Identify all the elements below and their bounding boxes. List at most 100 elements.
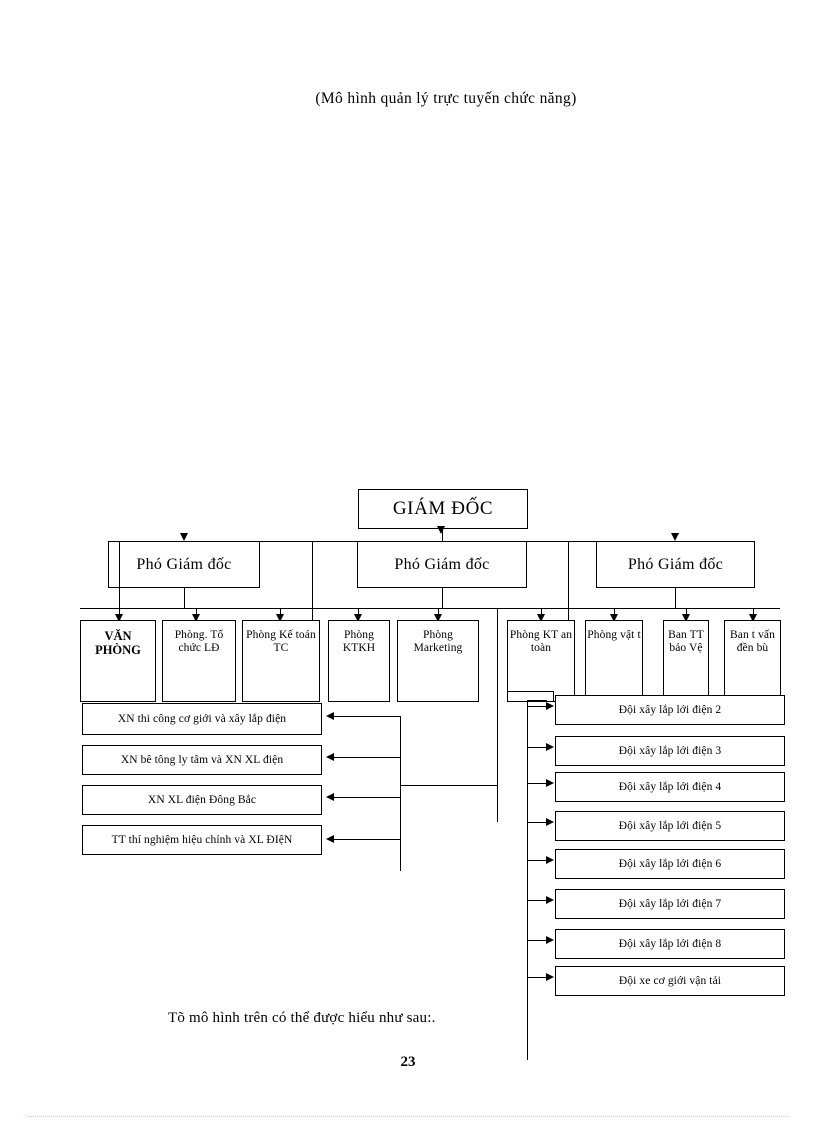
org-box-director-label: GIÁM ĐỐC: [392, 498, 494, 520]
org-box-department-1: VĂN PHÒNG: [80, 620, 156, 702]
connector-right-branch-4: [527, 822, 547, 823]
arrow-to-unit-4: [326, 835, 334, 843]
arrow-to-dept-3: [276, 614, 284, 622]
org-box-unit-2: XN bê tông ly tâm và XN XL điện: [82, 745, 322, 775]
org-box-team-6: Đội xây lắp lới điện 7: [555, 889, 785, 919]
page-number: 23: [400, 1054, 416, 1070]
org-box-team-8: Đội xe cơ giới vận tải: [555, 966, 785, 996]
connector-passthrough-right: [568, 541, 569, 623]
arrow-to-dept-1: [115, 614, 123, 622]
connector-left-branch-2: [334, 757, 401, 758]
arrow-to-unit-1: [326, 712, 334, 720]
diagram-subtitle: (Mô hình quản lý trực tuyến chức năng): [315, 90, 577, 107]
connector-kt-elbow-drop: [553, 691, 554, 701]
org-box-unit-2-label: XN bê tông ly tâm và XN XL điện: [120, 753, 284, 766]
connector-center-spine: [497, 608, 498, 822]
connector-deputy-1-stem: [184, 588, 185, 608]
connector-left-branch-3: [334, 797, 401, 798]
connector-right-branch-5: [527, 860, 547, 861]
arrow-to-unit-3: [326, 793, 334, 801]
arrow-to-dept-4: [354, 614, 362, 622]
org-box-deputy-2-label: Phó Giám đốc: [394, 555, 490, 573]
org-box-department-5: Phòng Marketing: [397, 620, 479, 702]
org-box-department-8-label: Ban TT bảo Vệ: [668, 629, 704, 654]
arrow-to-dept-7: [610, 614, 618, 622]
org-box-unit-1-label: XN thi công cơ giới và xây lắp điện: [117, 712, 287, 725]
org-box-department-3-label: Phòng Kế toán TC: [246, 629, 316, 654]
connector-kt-elbow-feed: [507, 691, 553, 692]
arrow-to-deputy-3: [671, 533, 679, 541]
org-box-team-5-label: Đội xây lắp lới điện 6: [618, 857, 722, 870]
org-box-team-7-label: Đội xây lắp lới điện 8: [618, 937, 722, 950]
bottom-divider: [28, 1116, 788, 1117]
arrow-to-team-7: [546, 936, 554, 944]
connector-right-branch-2: [527, 747, 547, 748]
arrow-to-deputy-1: [180, 533, 188, 541]
org-box-department-6-label: Phòng KT an toàn: [509, 629, 573, 654]
arrow-to-dept-5: [434, 614, 442, 622]
org-box-unit-4-label: TT thí nghiệm hiệu chỉnh và XL ĐIệN: [111, 833, 293, 846]
org-box-team-6-label: Đội xây lắp lới điện 7: [618, 897, 722, 910]
org-box-department-8: Ban TT bảo Vệ: [663, 620, 709, 702]
org-box-team-8-label: Đội xe cơ giới vận tải: [618, 974, 722, 987]
org-box-department-5-label: Phòng Marketing: [413, 629, 463, 654]
connector-right-branch-8: [527, 977, 547, 978]
connector-director-stem: [442, 529, 443, 541]
connector-deputy-3-stem: [675, 588, 676, 608]
org-box-team-2-label: Đội xây lắp lới điện 3: [618, 744, 722, 757]
connector-right-branch-3: [527, 783, 547, 784]
org-box-unit-4: TT thí nghiệm hiệu chỉnh và XL ĐIệN: [82, 825, 322, 855]
org-box-team-4-label: Đội xây lắp lới điện 5: [618, 819, 722, 832]
org-box-department-1-label: VĂN PHÒNG: [95, 629, 141, 657]
connector-left-branch-4: [334, 839, 401, 840]
org-box-team-3: Đội xây lắp lới điện 4: [555, 772, 785, 802]
org-box-deputy-1: Phó Giám đốc: [108, 541, 260, 588]
arrow-to-team-5: [546, 856, 554, 864]
connector-deputy-2-stem: [442, 588, 443, 608]
org-box-team-3-label: Đội xây lắp lới điện 4: [618, 780, 722, 793]
arrow-to-team-2: [546, 743, 554, 751]
connector-right-bus: [527, 700, 528, 1060]
connector-passthrough-left: [119, 541, 120, 608]
arrow-to-team-6: [546, 896, 554, 904]
connector-right-branch-7: [527, 940, 547, 941]
org-box-deputy-3: Phó Giám đốc: [596, 541, 755, 588]
org-box-department-4: Phòng KTKH: [328, 620, 390, 702]
connector-department-bus: [80, 608, 780, 609]
arrow-to-dept-9: [749, 614, 757, 622]
org-box-team-7: Đội xây lắp lới điện 8: [555, 929, 785, 959]
arrow-to-team-4: [546, 818, 554, 826]
arrow-to-unit-2: [326, 753, 334, 761]
org-box-unit-1: XN thi công cơ giới và xây lắp điện: [82, 703, 322, 735]
arrow-to-deputy-2: [437, 526, 445, 534]
arrow-to-dept-6: [537, 614, 545, 622]
org-box-department-6: Phòng KT an toàn: [507, 620, 575, 702]
org-box-unit-3-label: XN XL điện Đông Bắc: [147, 793, 257, 806]
org-box-department-7: Phòng vật t: [585, 620, 643, 702]
org-box-team-4: Đội xây lắp lới điện 5: [555, 811, 785, 841]
connector-left-branch-1: [334, 716, 401, 717]
org-box-department-7-label: Phòng vật t: [587, 629, 641, 641]
org-box-department-9-label: Ban t vấn đền bù: [730, 629, 775, 654]
connector-kt-elbow-stem: [527, 700, 528, 706]
arrow-to-dept-2: [192, 614, 200, 622]
org-box-department-2-label: Phòng. Tổ chức LĐ: [174, 629, 224, 654]
org-box-department-9: Ban t vấn đền bù: [724, 620, 781, 702]
diagram-caption: Tõ mô hình trên có thể được hiểu như sau…: [168, 1010, 436, 1026]
arrow-to-team-3: [546, 779, 554, 787]
connector-left-bus-feed: [400, 785, 498, 786]
arrow-to-team-1: [546, 702, 554, 710]
org-box-team-1-label: Đội xây lắp lới điện 2: [618, 703, 722, 716]
org-box-deputy-3-label: Phó Giám đốc: [627, 555, 724, 573]
org-box-deputy-1-label: Phó Giám đốc: [136, 555, 232, 573]
connector-passthrough-center: [312, 541, 313, 623]
org-box-department-3: Phòng Kế toán TC: [242, 620, 320, 702]
org-box-department-4-label: Phòng KTKH: [342, 629, 376, 654]
org-box-director: GIÁM ĐỐC: [358, 489, 528, 529]
connector-right-branch-1: [527, 706, 547, 707]
connector-right-branch-6: [527, 900, 547, 901]
org-box-team-5: Đội xây lắp lới điện 6: [555, 849, 785, 879]
org-box-deputy-2: Phó Giám đốc: [357, 541, 527, 588]
org-box-team-2: Đội xây lắp lới điện 3: [555, 736, 785, 766]
